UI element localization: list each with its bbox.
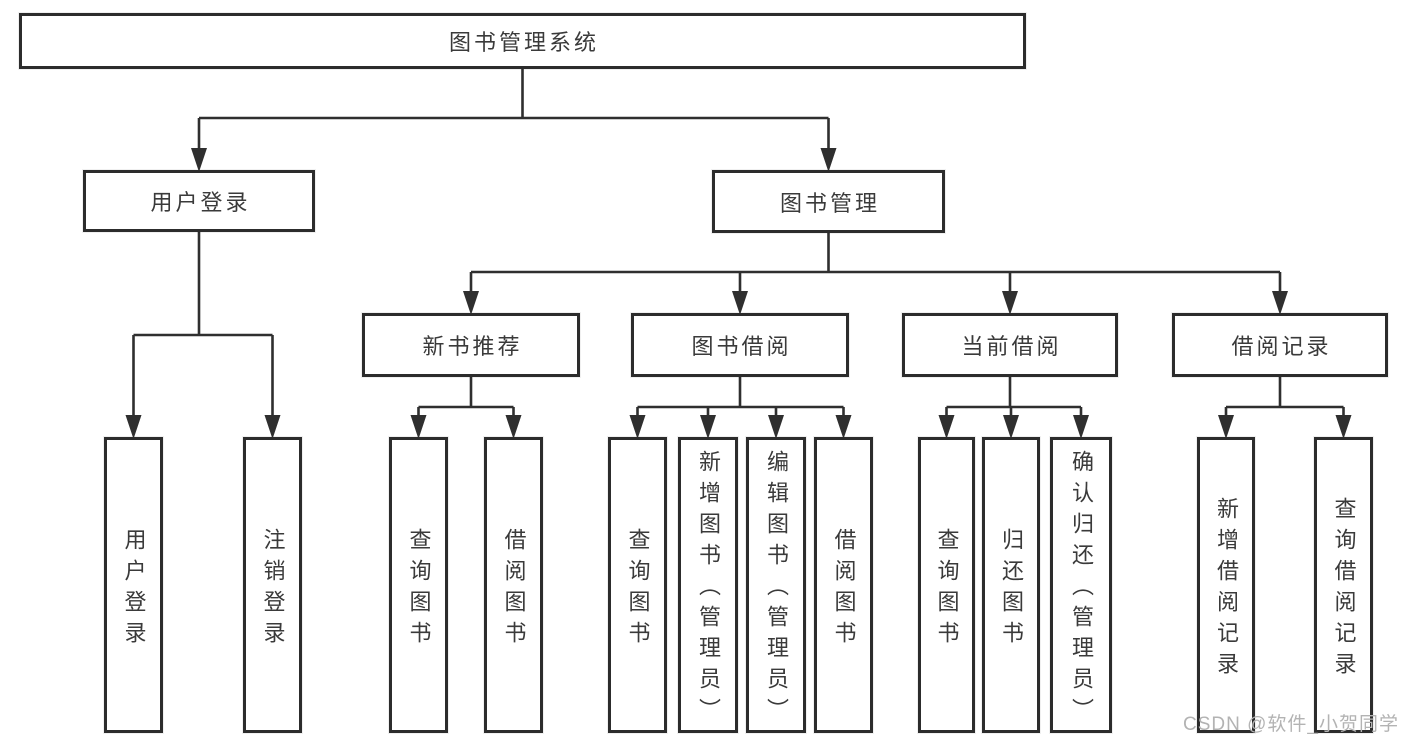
node-label: 新书推荐 xyxy=(422,334,523,359)
node-label: 查询借阅记录 xyxy=(1331,496,1357,683)
rec-borrow-books-node: 借阅图书 xyxy=(484,437,543,733)
node-label: 新增图书（管理员） xyxy=(696,450,721,729)
node-label: 查询图书 xyxy=(934,527,960,652)
node-label: 图书借阅 xyxy=(691,334,792,359)
node-label: 新增借阅记录 xyxy=(1214,496,1239,683)
user-login-leaf-node: 用户登录 xyxy=(104,437,163,733)
library-management-system-node: 图书管理系统 xyxy=(19,13,1026,69)
rec-query-books-node: 查询图书 xyxy=(389,437,448,733)
borrowing-records-node: 借阅记录 xyxy=(1172,313,1388,377)
node-label: 用户登录 xyxy=(150,190,251,215)
book-borrowing-node: 图书借阅 xyxy=(631,313,849,377)
cb-query-books-node: 查询图书 xyxy=(918,437,975,733)
watermark-text: CSDN @软件_小贺同学 xyxy=(1183,714,1399,735)
node-label: 图书管理系统 xyxy=(448,30,599,55)
node-label: 借阅图书 xyxy=(831,527,857,652)
node-label: 借阅记录 xyxy=(1231,334,1332,359)
bb-borrow-books-node: 借阅图书 xyxy=(814,437,873,733)
br-query-record-node: 查询借阅记录 xyxy=(1314,437,1373,733)
cb-return-books-node: 归还图书 xyxy=(982,437,1040,733)
current-borrowing-node: 当前借阅 xyxy=(902,313,1118,377)
node-label: 查询图书 xyxy=(406,527,432,652)
br-add-record-node: 新增借阅记录 xyxy=(1197,437,1255,733)
node-label: 当前借阅 xyxy=(961,334,1062,359)
bb-edit-books-admin-node: 编辑图书（管理员） xyxy=(746,437,806,733)
node-label: 借阅图书 xyxy=(501,527,527,652)
node-label: 确认归还（管理员） xyxy=(1069,450,1094,729)
node-label: 注销登录 xyxy=(260,527,286,652)
bb-query-books-node: 查询图书 xyxy=(608,437,667,733)
user-login-module-node: 用户登录 xyxy=(83,170,315,232)
node-label: 归还图书 xyxy=(999,527,1024,652)
node-label: 查询图书 xyxy=(625,527,651,652)
book-management-node: 图书管理 xyxy=(712,170,945,233)
new-book-recommendation-node: 新书推荐 xyxy=(362,313,580,377)
node-label: 编辑图书（管理员） xyxy=(764,450,789,729)
cb-confirm-return-admin-node: 确认归还（管理员） xyxy=(1050,437,1112,733)
watermark: CSDN @软件_小贺同学 xyxy=(1183,709,1399,736)
node-label: 图书管理 xyxy=(779,190,880,216)
bb-add-books-admin-node: 新增图书（管理员） xyxy=(678,437,738,733)
node-label: 用户登录 xyxy=(121,527,147,652)
logout-leaf-node: 注销登录 xyxy=(243,437,302,733)
